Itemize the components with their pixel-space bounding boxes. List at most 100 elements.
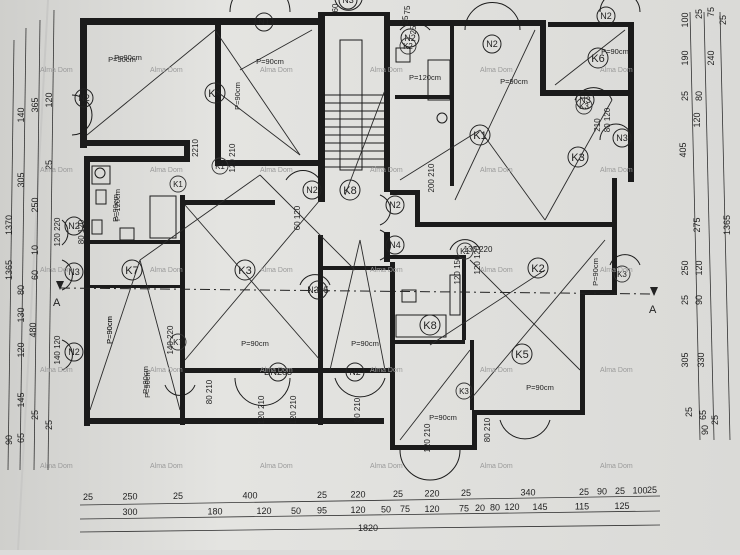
room-k3-left-label: K3 [238, 265, 251, 277]
left-dim-16: 25 [44, 420, 54, 430]
right-dim-13: 120 [694, 260, 704, 275]
opening-k3-right-ring [575, 97, 593, 115]
left-dim-15: 25 [30, 410, 40, 420]
dim-130-220: 130 220 [464, 245, 493, 254]
bottom-dim-a-7: 220 [424, 489, 439, 499]
section-marker-right: A [649, 304, 657, 316]
bottom-dim-a-3: 400 [242, 491, 257, 501]
bottom-dim-b-15: 125 [614, 501, 629, 511]
left-dim-11: 80 [16, 285, 26, 295]
door-n3-left-tag-ring [612, 128, 632, 148]
note-p120-1: P=120cm [113, 189, 122, 221]
opening-k7-left: K7 [173, 338, 183, 347]
door-n2-k-tag-ring [345, 362, 365, 382]
door-n2-top-tag: N2 [68, 221, 80, 231]
right-dim-7: 80 [694, 91, 704, 101]
opening-k3-top-ring [455, 382, 473, 400]
note-p90-3: P=90cm [233, 82, 242, 110]
room-k5-marker [511, 343, 533, 365]
room-k3-right-label: K3 [571, 152, 584, 164]
door-n2-bottom-tag: N2 [68, 347, 80, 357]
bottom-dim-b-7: 75 [400, 504, 410, 514]
note-p90-11: P=90cm [526, 383, 554, 392]
left-dim-5: 120 [44, 92, 54, 107]
right-dim-15: 90 [694, 295, 704, 305]
watermark-12: Alma Dom [40, 267, 73, 274]
left-dim-12: 130 [16, 307, 26, 322]
bottom-dim-b-8: 120 [424, 504, 439, 514]
bottom-total-dim: 1820 [358, 523, 378, 533]
room-k3-left-marker [234, 259, 256, 281]
bottom-dim-b-5: 120 [350, 505, 365, 515]
opening-k2-top-ring [399, 37, 417, 55]
bottom-dim-a-9: 340 [520, 488, 535, 498]
door-n2-a-tag-ring [596, 6, 616, 26]
bottom-dim-b-10: 20 [475, 503, 485, 513]
dim-140-220: 140 220 [166, 325, 175, 354]
bottom-dim-b-14: 115 [575, 501, 589, 511]
door-n2-c-tag-ring [400, 28, 420, 48]
opening-k3-top: K3 [459, 387, 469, 396]
opening-k1-bot-ring [169, 175, 187, 193]
watermark-9: Alma Dom [370, 167, 403, 174]
room-k6-label: K6 [591, 53, 604, 65]
opening-k1-left: K1 [215, 162, 225, 171]
dim-80-210c: 80 210 [483, 417, 492, 442]
watermark-6: Alma Dom [40, 167, 73, 174]
top-dim-2: 75 [403, 5, 412, 14]
opening-k2-top: K2 [403, 42, 413, 51]
door-n3-right-tag-ring [575, 90, 595, 110]
bottom-dim-a-6: 25 [393, 489, 403, 499]
note-p90-13: P=90cm [114, 53, 142, 62]
right-dim-19: 65 [698, 410, 708, 420]
note-p90-8: P=90cm [241, 339, 269, 348]
opening-k1-low-ring [456, 242, 474, 260]
watermark-23: Alma Dom [600, 367, 633, 374]
note-p90-6: P=90cm [500, 77, 528, 86]
right-dim-1: 100 [680, 12, 690, 27]
opening-k3-low-ring [613, 265, 631, 283]
room-k3-right-marker [567, 146, 589, 168]
door-n1-tag: N1 [258, 17, 270, 27]
watermark-28: Alma Dom [480, 463, 513, 470]
opening-k3-right: K3 [579, 102, 589, 111]
note-p90-7: P=90cm [601, 47, 629, 56]
door-n2-top-tag-ring [64, 216, 84, 236]
bottom-dim-a-5: 220 [350, 490, 365, 500]
left-dim-10: 60 [30, 270, 40, 280]
bottom-dimension-lines [79, 495, 661, 533]
walls [80, 12, 634, 450]
right-dim-20: 25 [710, 415, 720, 425]
right-dim-14: 25 [680, 295, 690, 305]
watermark-11: Alma Dom [600, 167, 633, 174]
dim-120-150: 120 150 [453, 255, 462, 284]
right-dim-2: 75 [706, 7, 716, 17]
bottom-dim-a-0: 25 [83, 492, 93, 502]
opening-k1-low: K1 [460, 247, 470, 256]
right-dim-0: 25 [694, 9, 704, 19]
fixtures [91, 47, 461, 338]
section-line: A A [53, 281, 658, 316]
door-n3-center-tag-ring [64, 262, 84, 282]
bottom-dim-b-13: 145 [532, 502, 547, 512]
door-n2-b-tag: N2 [486, 39, 498, 49]
watermark-26: Alma Dom [260, 463, 293, 470]
dim-80-210b: 80 210 [353, 397, 362, 422]
dim-200-210: 200 210 [427, 163, 436, 192]
note-p90-9: P=90cm [351, 339, 379, 348]
right-dimension-lines [689, 11, 731, 441]
left-dimension-lines [7, 9, 55, 471]
watermark-19: Alma Dom [150, 367, 183, 374]
room-k5-label: K5 [515, 349, 528, 361]
watermark-15: Alma Dom [370, 267, 403, 274]
room-k2-marker [527, 257, 549, 279]
left-dim-0: 1370 [4, 215, 14, 235]
left-dim-7: 25 [44, 160, 54, 170]
dim-80-120: 80 120 [77, 219, 86, 244]
dim-60-120: 60 120 [293, 205, 302, 230]
door-n2-left-tag-ring [74, 88, 94, 108]
note-p90-14: P=90cm [111, 194, 120, 222]
dim-120-220: 120 220 [53, 217, 62, 246]
right-dim-11: 1365 [722, 215, 732, 235]
room-k1-marker [469, 124, 491, 146]
